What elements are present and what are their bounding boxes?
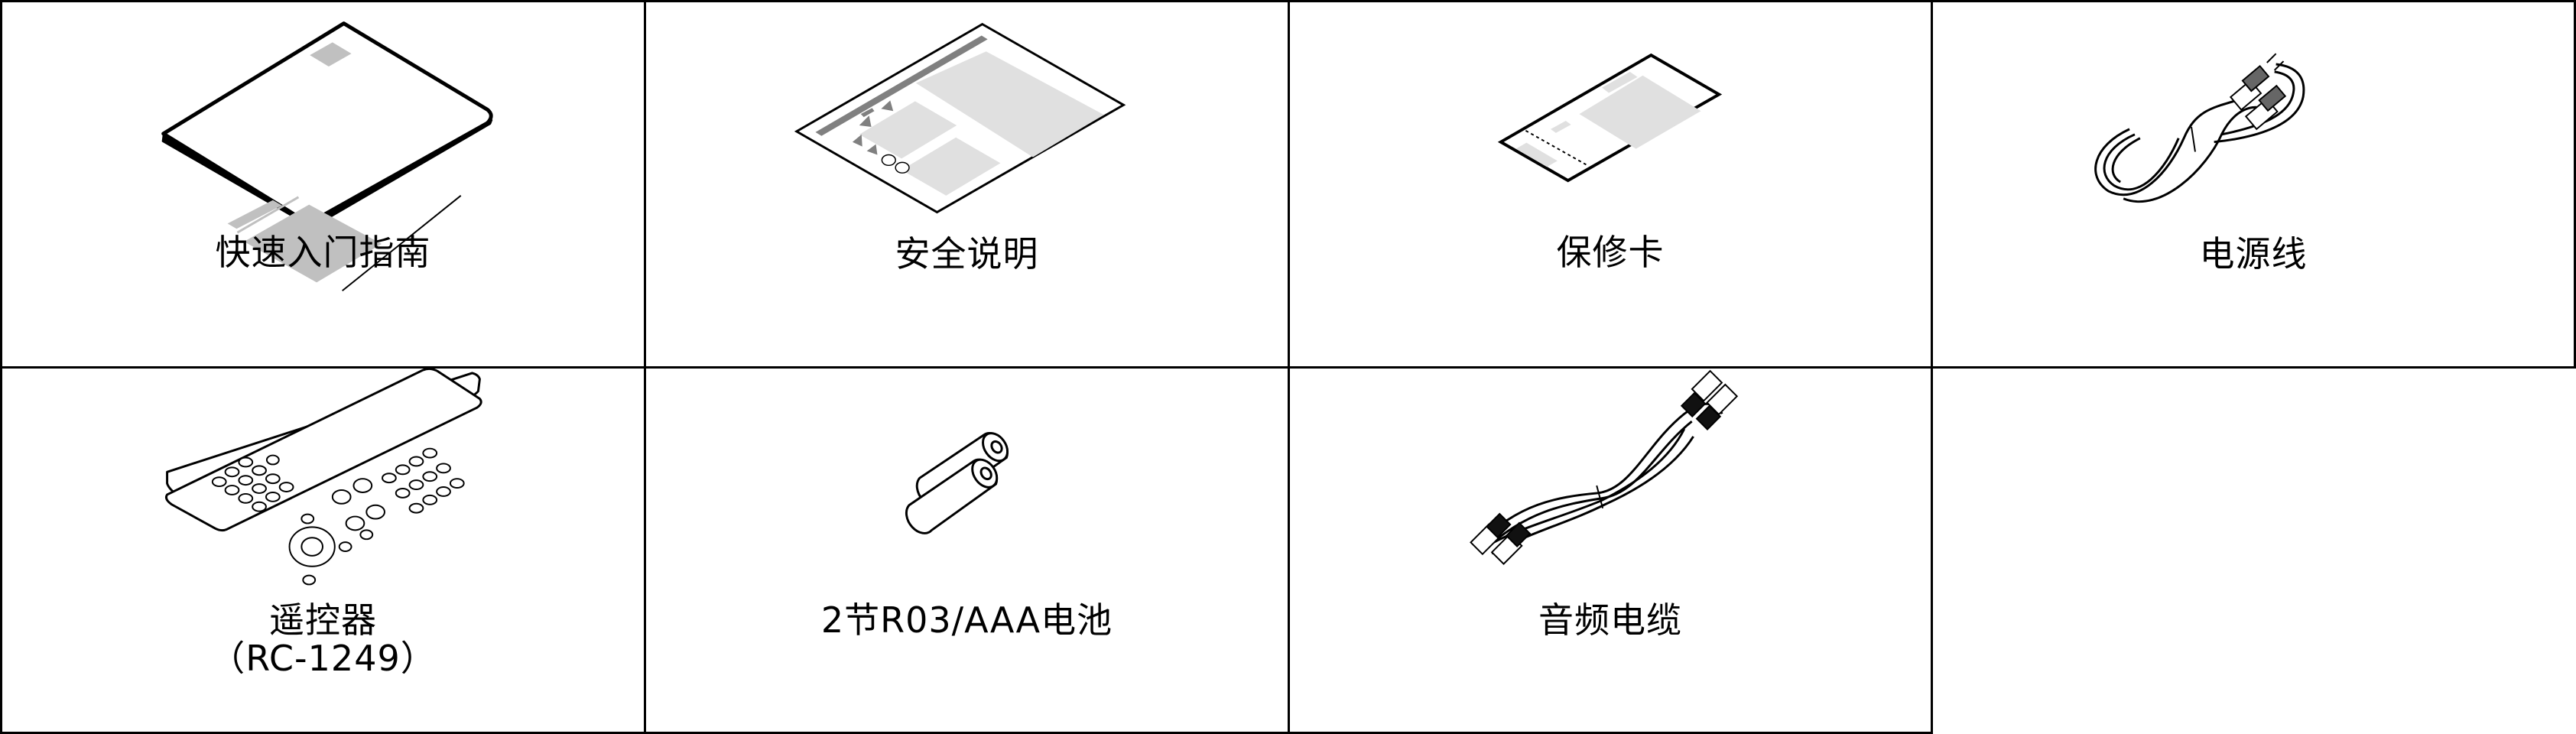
accessory-label: 电源线 bbox=[2199, 233, 2308, 274]
accessory-label: 遥控器 bbox=[269, 599, 377, 641]
accessory-cell-remote-control: 遥控器 （RC-1249） bbox=[0, 366, 646, 734]
accessory-label: 快速入门指南 bbox=[215, 232, 431, 273]
accessory-label: 音频电缆 bbox=[1538, 599, 1682, 641]
accessory-label: 2节R03/AAA电池 bbox=[820, 599, 1113, 641]
remote-control-icon bbox=[164, 369, 482, 586]
accessory-label: 保修卡 bbox=[1556, 232, 1665, 273]
accessory-cell-empty bbox=[1931, 366, 2576, 734]
accessory-cell-safety-instructions: 安全说明 bbox=[644, 0, 1290, 369]
warranty-card-icon bbox=[1497, 53, 1723, 183]
power-cord-icon bbox=[2094, 53, 2305, 203]
accessory-cell-batteries: 2节R03/AAA电池 bbox=[644, 366, 1290, 734]
booklet-icon bbox=[161, 21, 493, 292]
accessory-label: 安全说明 bbox=[895, 233, 1039, 274]
accessory-cell-warranty-card: 保修卡 bbox=[1288, 0, 1933, 369]
accessory-cell-audio-cable: 音频电缆 bbox=[1288, 366, 1933, 734]
batteries-icon bbox=[905, 432, 1009, 534]
audio-cable-icon bbox=[1470, 369, 1739, 565]
accessory-model-number: （RC-1249） bbox=[210, 638, 437, 679]
safety-sheet-icon bbox=[794, 22, 1126, 214]
accessory-cell-power-cord: 电源线 bbox=[1931, 0, 2576, 369]
accessory-cell-quick-start-guide: 快速入门指南 bbox=[0, 0, 646, 369]
